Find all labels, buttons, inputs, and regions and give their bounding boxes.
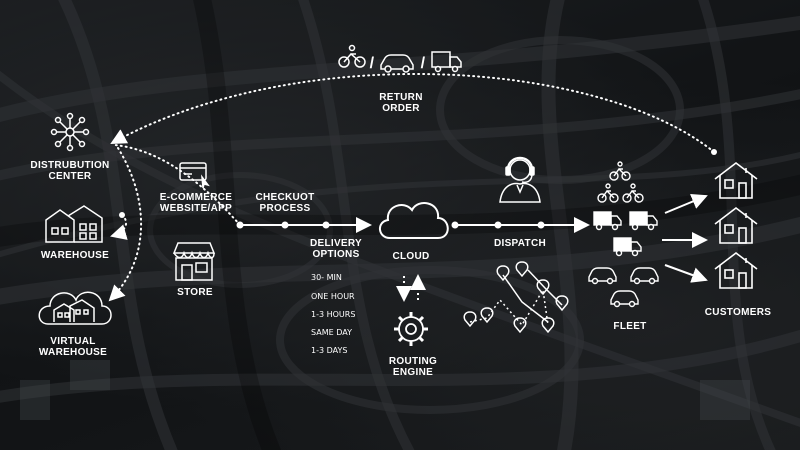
delivery-option-2: ONE HOUR xyxy=(311,292,355,301)
flow-node-5 xyxy=(494,221,502,229)
network-hub-icon xyxy=(50,112,90,152)
return-truck-icon xyxy=(431,51,462,73)
car-icon xyxy=(588,267,617,285)
headset-operator-icon xyxy=(499,156,541,203)
car-icon xyxy=(610,290,639,308)
truck-icon xyxy=(613,237,642,257)
label-customers: CUSTOMERS xyxy=(704,307,772,318)
connector-to-distribution-center xyxy=(114,144,241,226)
connector-to-warehouse xyxy=(110,214,128,240)
bicycle-icon xyxy=(622,183,644,203)
flow-node-6 xyxy=(537,221,545,229)
label-store: STORE xyxy=(177,287,213,298)
flow-node-1 xyxy=(236,221,244,229)
map-pins-icon xyxy=(463,261,569,334)
flow-node-4 xyxy=(451,221,459,229)
return-order-arc xyxy=(110,72,715,153)
house-icon xyxy=(714,161,758,199)
delivery-option-1: 30- MIN xyxy=(311,273,342,282)
delivery-option-3: 1-3 HOURS xyxy=(311,310,356,319)
label-fleet: FLEET xyxy=(613,321,647,332)
return-order-arc-start xyxy=(711,149,717,155)
vehicles-icon xyxy=(588,161,659,308)
gear-sync-icon xyxy=(394,312,428,346)
bicycle-icon xyxy=(609,161,631,181)
fleet-to-customer-3 xyxy=(664,264,708,283)
label-warehouse: WAREHOUSE xyxy=(40,250,110,261)
return-separator-2: / xyxy=(420,55,426,72)
fleet-to-customer-1 xyxy=(664,193,708,214)
flow-node-2 xyxy=(281,221,289,229)
return-bicycle-icon xyxy=(338,44,366,68)
house-icon xyxy=(714,206,758,244)
return-separator-1: / xyxy=(369,55,375,72)
truck-icon xyxy=(629,211,658,231)
cloud-warehouse-icon xyxy=(38,291,112,325)
label-dispatch: DISPATCH xyxy=(493,238,547,249)
car-icon xyxy=(630,267,659,285)
store-icon xyxy=(172,242,216,281)
flow-node-3 xyxy=(322,221,330,229)
credit-card-icon xyxy=(179,162,210,189)
delivery-option-5: 1-3 DAYS xyxy=(311,346,348,355)
label-cloud: CLOUD xyxy=(392,251,430,262)
cloud-icon xyxy=(379,202,449,239)
delivery-option-4: SAME DAY xyxy=(311,328,352,337)
truck-icon xyxy=(593,211,622,231)
connector-distribution-to-virtual xyxy=(108,147,142,302)
bicycle-icon xyxy=(597,183,619,203)
house-icon xyxy=(714,251,758,289)
warehouse-connector-dot xyxy=(119,212,125,218)
warehouse-icon xyxy=(45,205,103,243)
return-car-icon xyxy=(380,54,414,73)
